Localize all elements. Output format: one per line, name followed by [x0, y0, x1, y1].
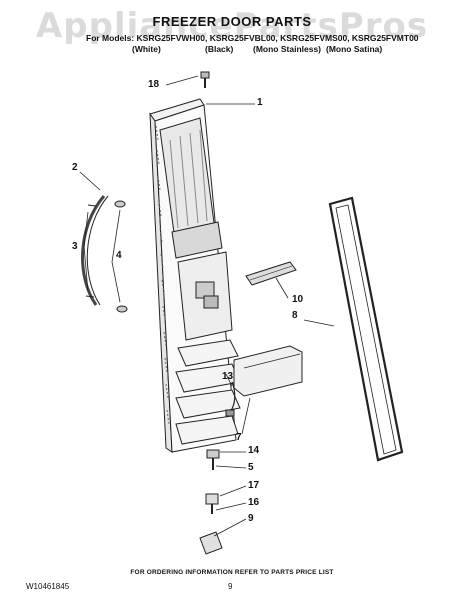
leader-lines	[79, 75, 335, 537]
callout-7: 7	[236, 432, 242, 443]
trim-strip	[245, 261, 297, 286]
page-title: FREEZER DOOR PARTS	[152, 14, 312, 29]
callout-8: 8	[292, 310, 298, 321]
callout-14: 14	[248, 445, 260, 456]
door-handle	[81, 195, 128, 313]
callout-13: 13	[222, 371, 234, 382]
callout-2: 2	[72, 162, 78, 173]
page-number: 9	[228, 582, 233, 591]
callout-10: 10	[292, 294, 304, 305]
callout-16: 16	[248, 497, 260, 508]
watermark-text: AppliancePartsPros	[35, 6, 429, 46]
document-number: W10461845	[26, 582, 70, 591]
wire-harness	[225, 381, 236, 417]
door-gasket	[328, 196, 404, 462]
finish-mono-stainless: (Mono Stainless)	[253, 44, 322, 54]
finish-mono-satina: (Mono Satina)	[326, 44, 383, 54]
callout-3: 3	[72, 241, 78, 252]
callout-17: 17	[248, 480, 260, 491]
callout-1: 1	[257, 97, 263, 108]
finish-black: (Black)	[205, 44, 234, 54]
callout-4: 4	[116, 250, 122, 261]
callout-18: 18	[148, 79, 160, 90]
ordering-note: FOR ORDERING INFORMATION REFER TO PARTS …	[130, 569, 334, 576]
hinge-parts	[199, 449, 223, 555]
door-bin	[233, 345, 303, 397]
callout-9: 9	[248, 513, 254, 524]
callout-5: 5	[248, 462, 254, 473]
finish-white: (White)	[132, 44, 161, 54]
model-list: For Models: KSRG25FVWH00, KSRG25FVBL00, …	[86, 33, 419, 43]
screw-18	[200, 71, 210, 88]
door-liner	[159, 117, 241, 445]
